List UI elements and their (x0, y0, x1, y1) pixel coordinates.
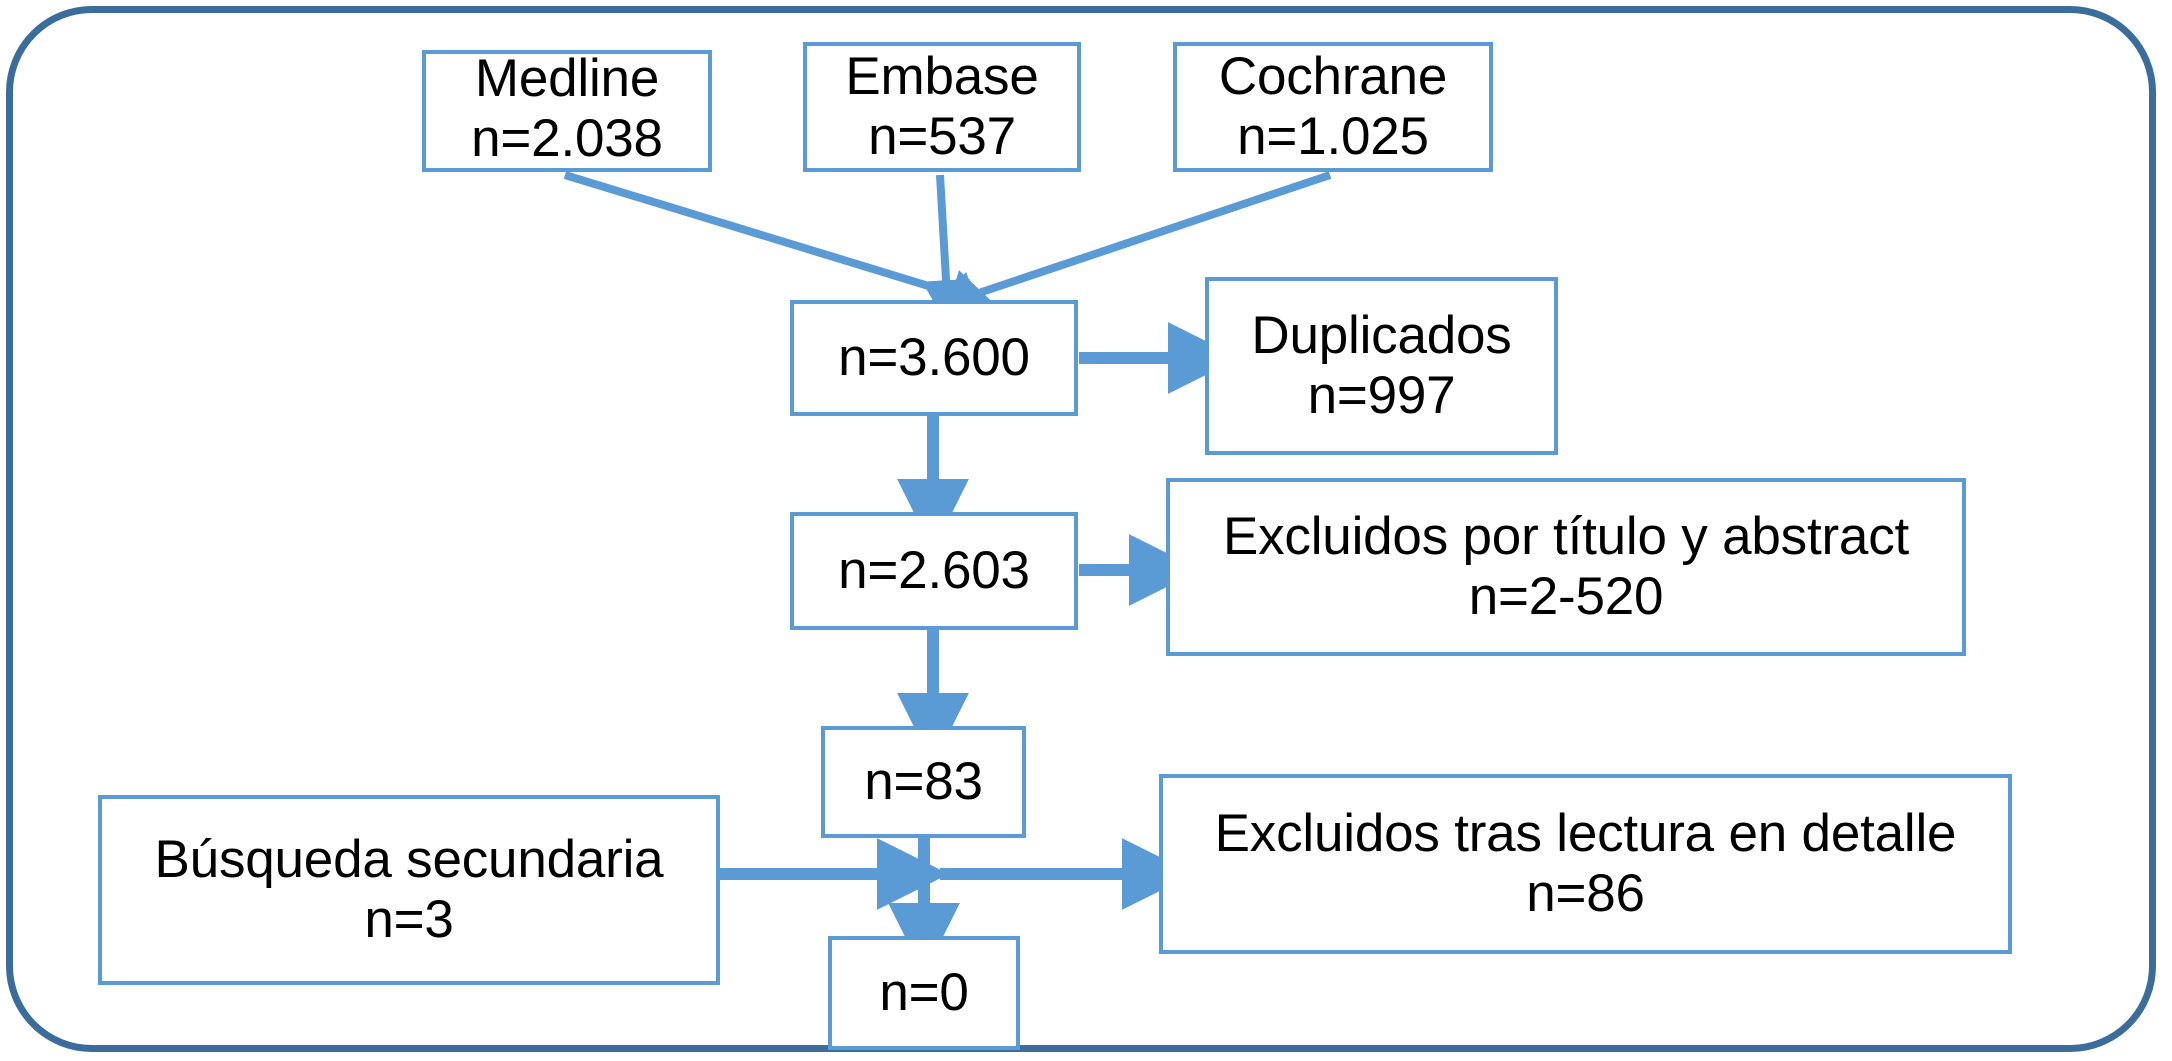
node-eligible-records[interactable]: n=83 (821, 726, 1026, 838)
node-excluded-full-text[interactable]: Excluidos tras lectura en detalle n=86 (1159, 774, 2012, 954)
node-excluded-title-abstract-label: Excluidos por título y abstract (1222, 506, 1910, 566)
node-secondary-search[interactable]: Búsqueda secundaria n=3 (98, 795, 720, 985)
node-included-studies-count: n=0 (879, 962, 969, 1022)
node-cochrane[interactable]: Cochrane n=1.025 (1173, 42, 1493, 172)
node-duplicates[interactable]: Duplicados n=997 (1205, 277, 1558, 455)
node-cochrane-label: Cochrane (1218, 46, 1448, 106)
node-secondary-search-label: Búsqueda secundaria (154, 829, 664, 889)
node-eligible-records-count: n=83 (864, 751, 983, 811)
node-screened-records[interactable]: n=2.603 (790, 512, 1078, 630)
node-medline-count: n=2.038 (471, 109, 663, 168)
node-screened-records-count: n=2.603 (838, 540, 1030, 600)
node-excluded-full-text-count: n=86 (1526, 864, 1645, 923)
node-embase-label: Embase (845, 46, 1039, 106)
node-excluded-full-text-label: Excluidos tras lectura en detalle (1214, 803, 1957, 863)
node-total-records-count: n=3.600 (838, 327, 1030, 387)
node-duplicates-count: n=997 (1307, 366, 1456, 425)
node-excluded-title-abstract[interactable]: Excluidos por título y abstract n=2-520 (1166, 478, 1966, 656)
outer-rounded-frame (6, 6, 2156, 1052)
node-included-studies[interactable]: n=0 (828, 936, 1020, 1050)
node-duplicates-label: Duplicados (1251, 305, 1512, 365)
node-medline[interactable]: Medline n=2.038 (422, 48, 712, 172)
node-secondary-search-count: n=3 (364, 890, 454, 949)
node-embase-count: n=537 (868, 107, 1016, 166)
node-cochrane-count: n=1.025 (1237, 107, 1429, 166)
node-medline-label: Medline (474, 48, 660, 108)
node-excluded-title-abstract-count: n=2-520 (1468, 567, 1664, 626)
node-embase[interactable]: Embase n=537 (803, 42, 1081, 172)
node-total-records[interactable]: n=3.600 (790, 300, 1078, 416)
